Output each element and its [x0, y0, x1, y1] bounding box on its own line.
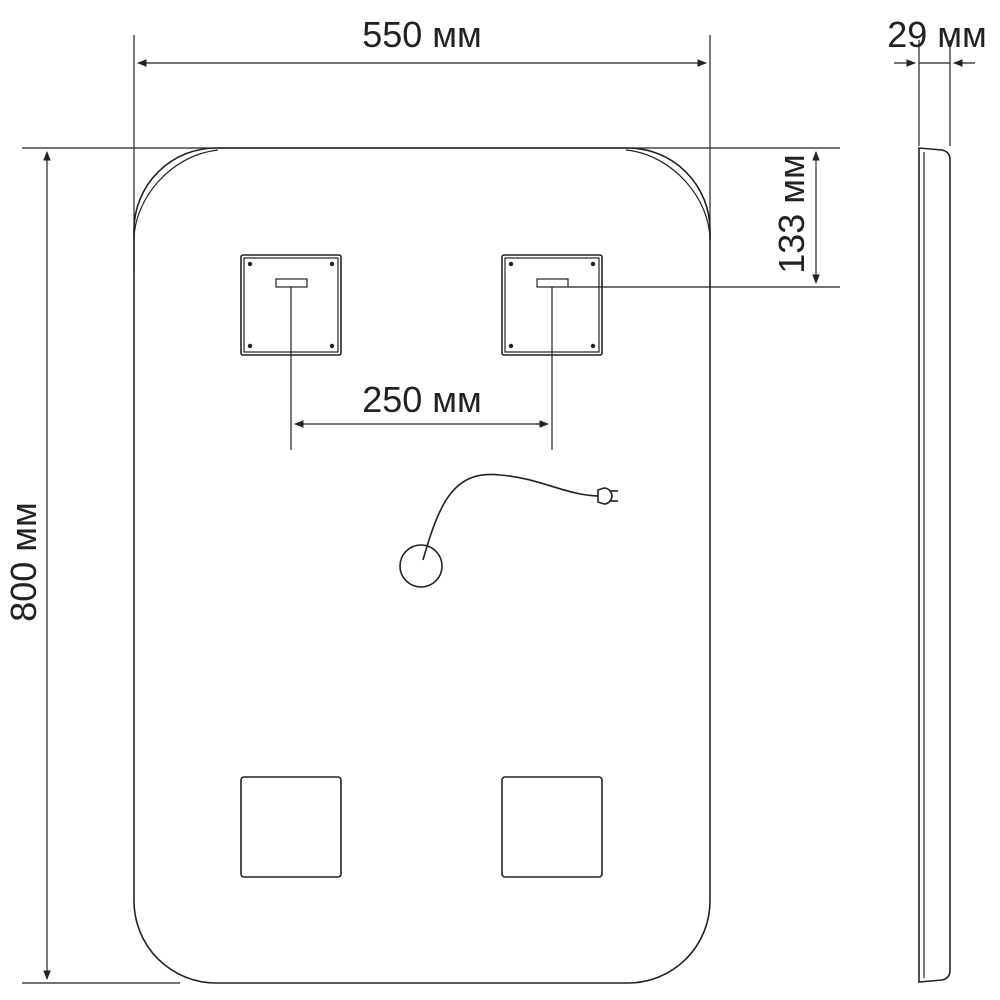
width-label: 550 мм: [362, 14, 482, 55]
top-left-corner-mark: [133, 149, 219, 241]
power-cable: [422, 473, 599, 561]
lower-pad-right: [501, 776, 603, 878]
plug-icon: [597, 487, 618, 505]
width-dimension: [133, 35, 711, 270]
top-right-corner-mark: [625, 149, 711, 241]
side-profile: [918, 147, 951, 983]
bracket-offset-dimension: [568, 151, 840, 288]
depth-label: 29 мм: [887, 14, 987, 55]
bracket-spacing-label: 250 мм: [362, 379, 482, 420]
mirror-outline: [133, 147, 711, 984]
height-label: 800 мм: [3, 502, 44, 622]
height-dimension: [22, 147, 840, 984]
depth-dimension: [894, 40, 975, 146]
lower-pad-left: [240, 776, 342, 878]
bracket-spacing-dimension: [290, 287, 553, 450]
bracket-offset-label: 133 мм: [771, 154, 812, 274]
sensor-icon: [399, 544, 443, 588]
